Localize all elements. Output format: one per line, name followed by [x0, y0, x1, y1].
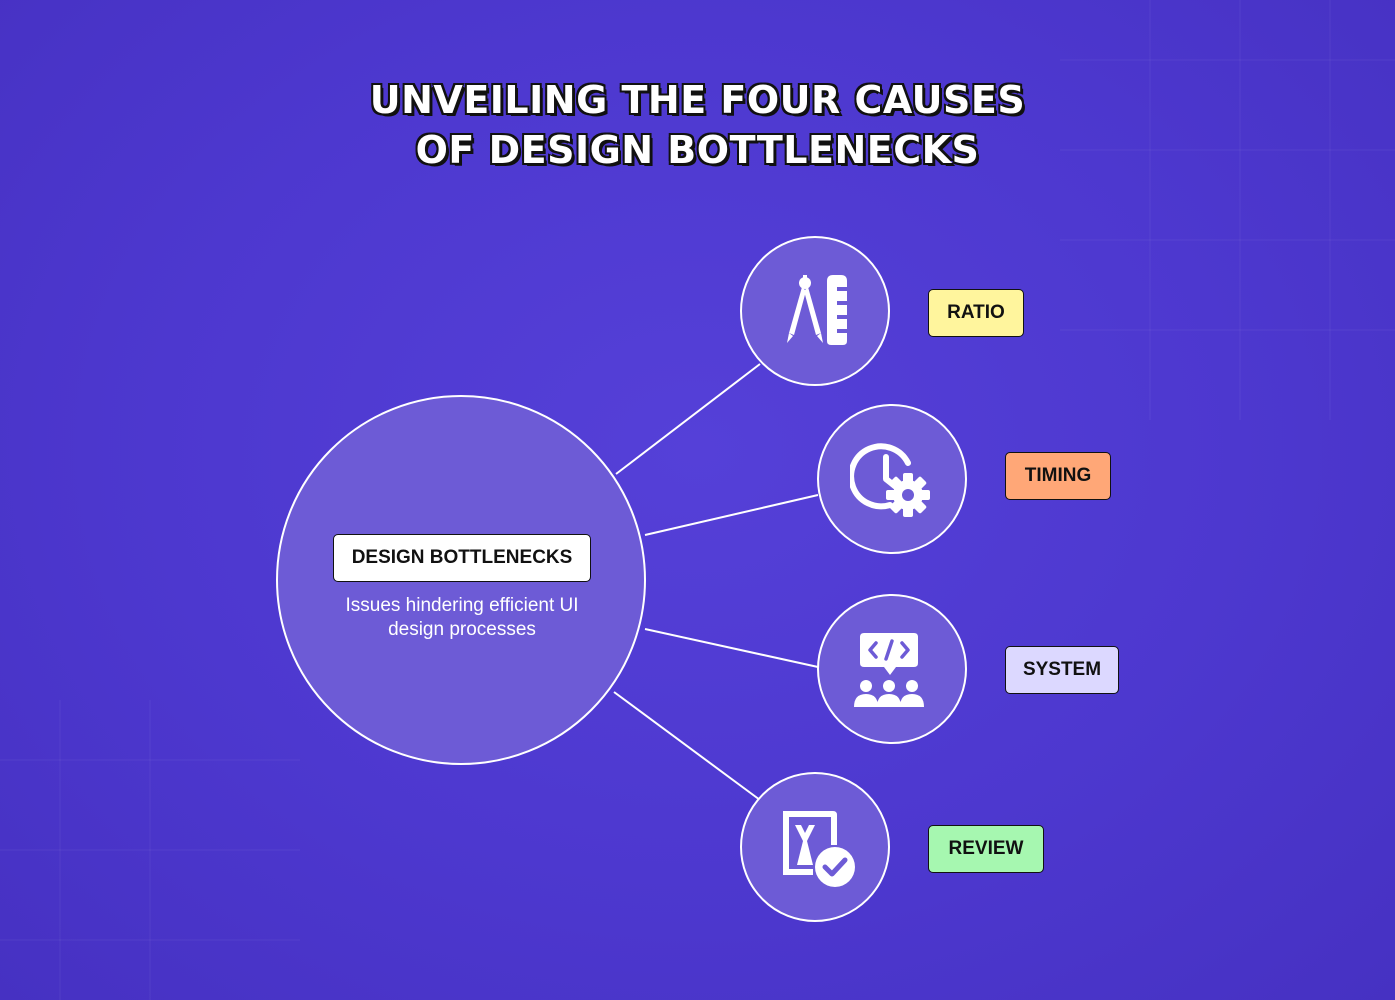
- node-ratio: [740, 236, 890, 386]
- hub-description: Issues hindering efficient UI design pro…: [316, 594, 608, 642]
- compass-ruler-icon: [787, 275, 847, 345]
- badge-system: SYSTEM: [1005, 646, 1119, 694]
- hub-description-line-2: design processes: [388, 619, 536, 640]
- node-review: [740, 772, 890, 922]
- badge-timing: TIMING: [1005, 452, 1111, 500]
- badge-ratio: RATIO: [928, 289, 1024, 337]
- hub-description-line-1: Issues hindering efficient UI: [345, 595, 579, 616]
- connector-review: [613, 691, 761, 801]
- connector-timing: [644, 494, 819, 536]
- badge-review: REVIEW: [928, 825, 1044, 873]
- clock-gear-icon: [850, 443, 930, 517]
- node-timing: [817, 404, 967, 554]
- page-title-line-1: UNVEILING THE FOUR CAUSES: [369, 78, 1026, 122]
- hub-label: DESIGN BOTTLENECKS: [333, 534, 591, 582]
- connector-system: [644, 628, 819, 668]
- design-check-icon: [783, 811, 855, 887]
- connector-ratio: [615, 363, 761, 475]
- page-title-line-2: OF DESIGN BOTTLENECKS: [415, 128, 980, 172]
- node-system: [817, 594, 967, 744]
- code-team-icon: [854, 633, 924, 707]
